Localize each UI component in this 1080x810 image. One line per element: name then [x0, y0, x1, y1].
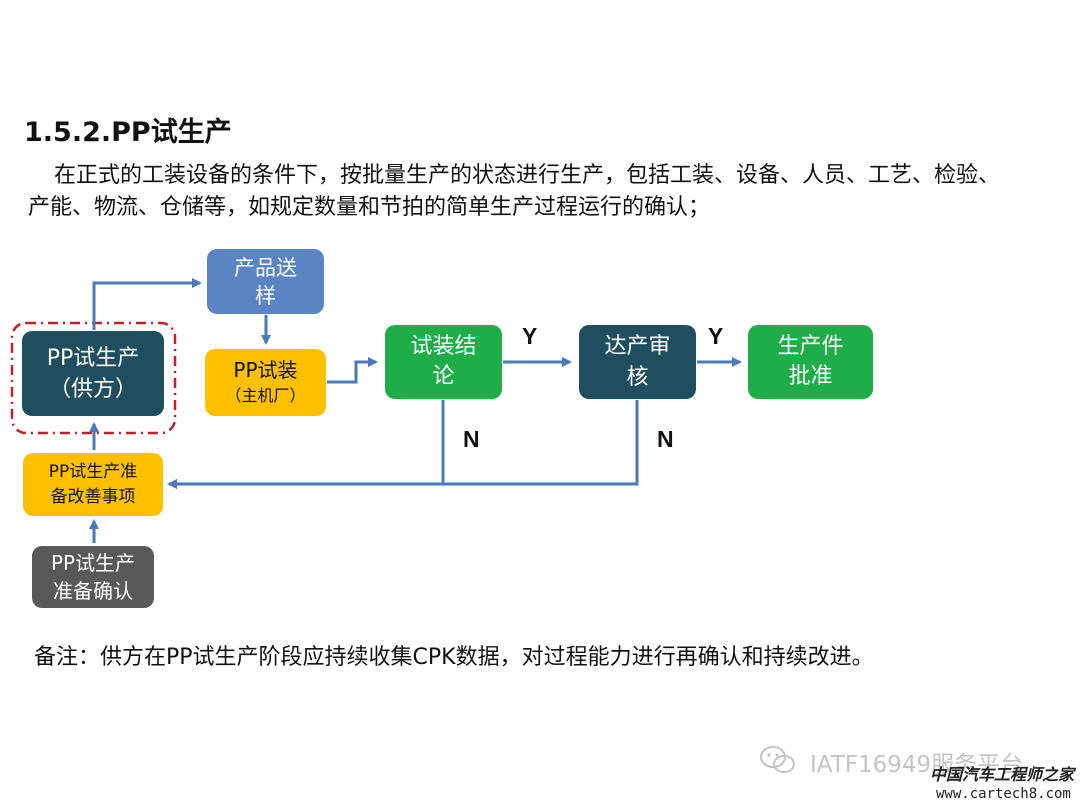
pp-trial-assembly-box: PP试装 （主机厂）	[205, 349, 326, 416]
label-no-audit: N	[657, 426, 674, 452]
arrow-assembly-to-conclusion	[327, 357, 378, 384]
description-paragraph: 在正式的工装设备的条件下，按批量生产的状态进行生产，包括工装、设备、人员、工艺、…	[28, 160, 1018, 224]
watermark-text: IATF16949服务平台	[810, 752, 1024, 778]
capacity-audit-box: 达产审 核	[579, 325, 696, 399]
box-line: 生产件	[777, 334, 844, 359]
trial-assembly-conclusion-box: 试装结 论	[385, 325, 502, 399]
label-no-conclusion: N	[463, 426, 480, 452]
box-line: 论	[432, 364, 455, 389]
box-line: 样	[255, 283, 276, 308]
box-line: 达产审	[604, 334, 671, 359]
label-yes-conclusion: Y	[522, 323, 538, 349]
pp-trial-production-supplier-box: PP试生产 （供方）	[22, 331, 164, 416]
box-line: PP试生产准	[48, 461, 138, 482]
box-line: （供方）	[48, 376, 137, 402]
description-text: 在正式的工装设备的条件下，按批量生产的状态进行生产，包括工装、设备、人员、工艺、…	[28, 163, 1001, 220]
box-line: 批准	[788, 364, 833, 389]
production-part-approval-box: 生产件 批准	[748, 325, 873, 399]
cartech-logo-text: 中国汽车工程师之家	[930, 765, 1075, 784]
slide-title: 1.5.2.PP试生产	[24, 117, 232, 148]
wechat-icon	[760, 746, 795, 773]
label-yes-audit: Y	[708, 323, 724, 349]
box-line: 准备确认	[53, 579, 133, 603]
box-line: PP试生产	[46, 345, 140, 371]
note-text: 备注：供方在PP试生产阶段应持续收集CPK数据，对过程能力进行再确认和持续改进。	[34, 645, 874, 670]
arrow-supplier-to-sample	[92, 278, 202, 330]
box-line: PP试装	[233, 358, 298, 382]
pp-preparation-confirmation-box: PP试生产 准备确认	[32, 546, 154, 608]
product-sample-box: 产品送 样	[207, 249, 324, 314]
arrow-audit-no-to-improvement	[167, 400, 639, 489]
cartech-site-url: www.cartech8.com	[936, 786, 1071, 802]
pp-preparation-improvement-box: PP试生产准 备改善事项	[23, 453, 163, 516]
box-line: （主机厂）	[225, 386, 306, 405]
box-line: 产品送	[234, 255, 297, 280]
box-line: PP试生产	[50, 551, 136, 575]
box-line: 核	[626, 365, 649, 390]
box-line: 备改善事项	[50, 486, 136, 507]
box-line: 试装结	[410, 334, 477, 359]
